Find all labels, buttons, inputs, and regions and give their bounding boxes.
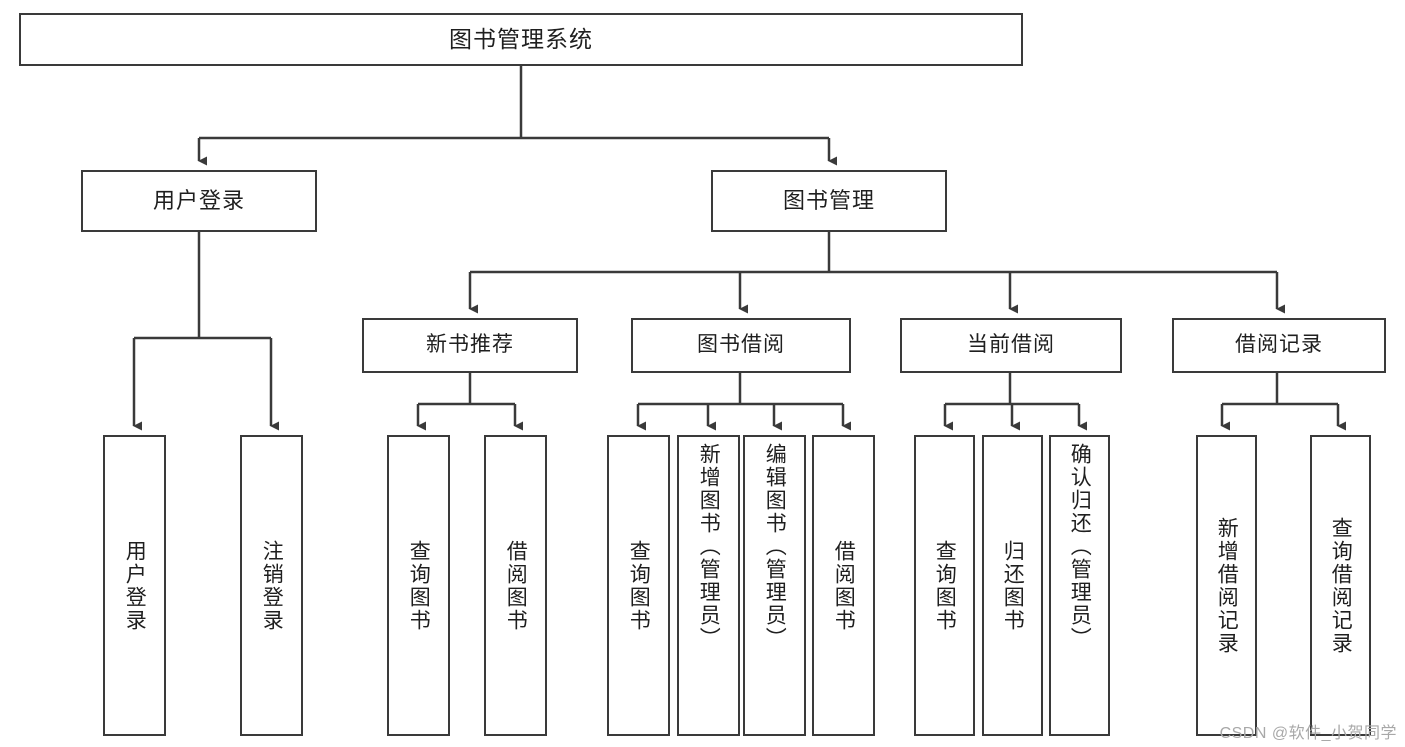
node-label: 查询图书	[627, 539, 651, 632]
node-borrow-record[interactable]: 借阅记录	[1172, 318, 1386, 373]
node-book-borrow[interactable]: 图书借阅	[631, 318, 851, 373]
node-label: 图书借阅	[697, 333, 785, 357]
leaf-borrow-book[interactable]: 借阅图书	[812, 435, 875, 736]
node-label: 用户登录	[152, 188, 245, 214]
leaf-edit-book-admin[interactable]: 编辑图书（管理员）	[743, 435, 806, 736]
leaf-add-borrow-record[interactable]: 新增借阅记录	[1196, 435, 1257, 736]
leaf-return-book[interactable]: 归还图书	[982, 435, 1043, 736]
leaf-query-borrow-record[interactable]: 查询借阅记录	[1310, 435, 1371, 736]
node-label: 图书管理	[782, 188, 875, 214]
watermark: CSDN @软件_小贺同学	[1219, 725, 1397, 742]
node-label: 编辑图书（管理员）	[763, 443, 787, 650]
node-label: 归还图书	[1001, 539, 1025, 632]
leaf-borrow-book-recommend[interactable]: 借阅图书	[484, 435, 547, 736]
leaf-confirm-return-admin[interactable]: 确认归还（管理员）	[1049, 435, 1110, 736]
node-label: 借阅图书	[832, 539, 856, 632]
node-label: 图书管理系统	[449, 25, 593, 52]
leaf-logout-login[interactable]: 注销登录	[240, 435, 303, 736]
node-label: 借阅图书	[504, 539, 528, 632]
leaf-add-book-admin[interactable]: 新增图书（管理员）	[677, 435, 740, 736]
node-label: 当前借阅	[967, 333, 1055, 357]
node-label: 借阅记录	[1235, 333, 1323, 357]
leaf-user-login[interactable]: 用户登录	[103, 435, 166, 736]
node-root-system[interactable]: 图书管理系统	[19, 13, 1023, 66]
node-label: 查询借阅记录	[1329, 516, 1353, 655]
node-book-management[interactable]: 图书管理	[711, 170, 947, 232]
node-label: 用户登录	[123, 539, 147, 632]
node-label: 新增借阅记录	[1215, 516, 1239, 655]
leaf-query-book-current[interactable]: 查询图书	[914, 435, 975, 736]
leaf-query-book-borrow[interactable]: 查询图书	[607, 435, 670, 736]
node-label: 查询图书	[407, 539, 431, 632]
node-label: 注销登录	[260, 539, 284, 632]
node-user-login[interactable]: 用户登录	[81, 170, 317, 232]
leaf-query-book-recommend[interactable]: 查询图书	[387, 435, 450, 736]
node-label: 新书推荐	[426, 333, 514, 357]
node-current-borrow[interactable]: 当前借阅	[900, 318, 1122, 373]
node-label: 新增图书（管理员）	[697, 443, 721, 650]
node-label: 查询图书	[933, 539, 957, 632]
node-label: 确认归还（管理员）	[1068, 443, 1092, 650]
node-new-book-recommend[interactable]: 新书推荐	[362, 318, 578, 373]
